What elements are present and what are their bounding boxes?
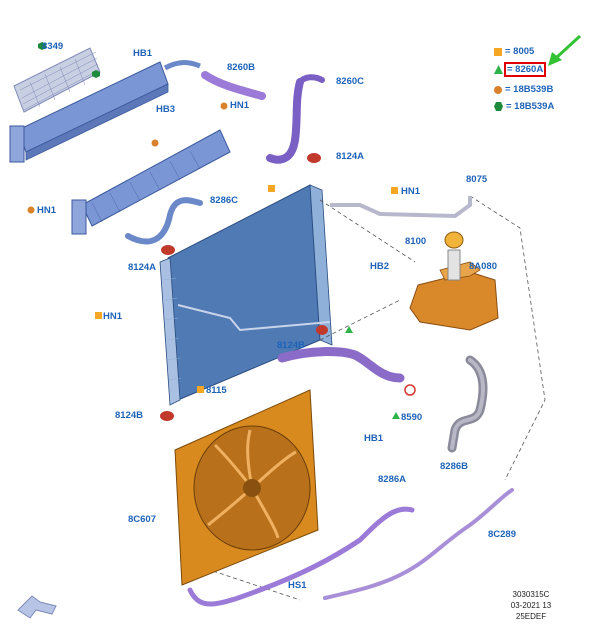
- fan-shroud: [174, 389, 319, 586]
- part-label-hb2: HB2: [370, 261, 390, 272]
- upper-hoses: [201, 71, 325, 164]
- radiator-caps: [160, 153, 328, 421]
- air-filter-mesh: [13, 47, 101, 113]
- part-label-hn1-left: HN1: [37, 205, 57, 216]
- square-icon: [494, 47, 502, 56]
- part-label-8124a-left: 8124A: [128, 262, 156, 273]
- reference-code-line2: 03-2021 13: [510, 601, 552, 610]
- legend-label: = 8005: [505, 46, 535, 57]
- legend-label-highlighted: = 8260A: [503, 62, 547, 77]
- reference-code-line1: 3030315C: [512, 590, 550, 599]
- legend-item-18b539a: = 18B539A: [494, 101, 554, 112]
- part-label-8286b: 8286B: [440, 461, 468, 472]
- part-label-8286c: 8286C: [210, 195, 238, 206]
- part-label-8a080: 8A080: [469, 261, 497, 272]
- part-label-hn1-top: HN1: [230, 100, 250, 111]
- coolant-reservoir: [409, 231, 499, 331]
- degas-line: [330, 196, 472, 219]
- front-direction-arrow: [17, 595, 57, 619]
- part-label-8c289: 8C289: [488, 529, 516, 540]
- part-label-8c607: 8C607: [128, 514, 156, 525]
- part-label-8100: 8100: [405, 236, 427, 247]
- part-label-hn1-lower: HN1: [103, 311, 123, 322]
- legend-item-8260a: = 8260A: [494, 62, 547, 77]
- upper-cooler: [9, 60, 201, 163]
- lower-hose: [277, 347, 405, 383]
- radiator: [159, 184, 333, 406]
- hexagon-icon: [494, 102, 503, 111]
- reference-code-line3: 25EDEF: [515, 612, 547, 621]
- pointer-arrow: [548, 34, 582, 66]
- circle-icon: [494, 85, 502, 94]
- part-label-8124b-mid: 8124B: [277, 340, 305, 351]
- legend-label: = 18B539A: [506, 101, 555, 112]
- callout-markers: [27, 42, 400, 419]
- legend-item-8005: = 8005: [494, 46, 534, 57]
- part-label-8590: 8590: [401, 412, 423, 423]
- part-label-8286a: 8286A: [378, 474, 406, 485]
- part-label-hs1: HS1: [288, 580, 307, 591]
- legend-label: = 18B539B: [505, 84, 554, 95]
- part-label-8075: 8075: [466, 174, 488, 185]
- legend-item-18b539b: = 18B539B: [494, 84, 553, 95]
- bottom-hoses: [187, 488, 514, 607]
- part-label-8124a-top: 8124A: [336, 151, 364, 162]
- triangle-icon: [494, 65, 503, 74]
- part-label-8349: 8349: [42, 41, 64, 52]
- part-label-hn1-right: HN1: [401, 186, 421, 197]
- part-label-8124b-low: 8124B: [115, 410, 143, 421]
- part-label-8115: 8115: [206, 385, 227, 396]
- part-label-hb1-top: HB1: [133, 48, 153, 59]
- part-label-8260c: 8260C: [336, 76, 364, 87]
- part-label-hb3: HB3: [156, 104, 176, 115]
- part-label-8260b: 8260B: [227, 62, 255, 73]
- lower-cooler: [71, 129, 231, 245]
- part-label-hb1-low: HB1: [364, 433, 384, 444]
